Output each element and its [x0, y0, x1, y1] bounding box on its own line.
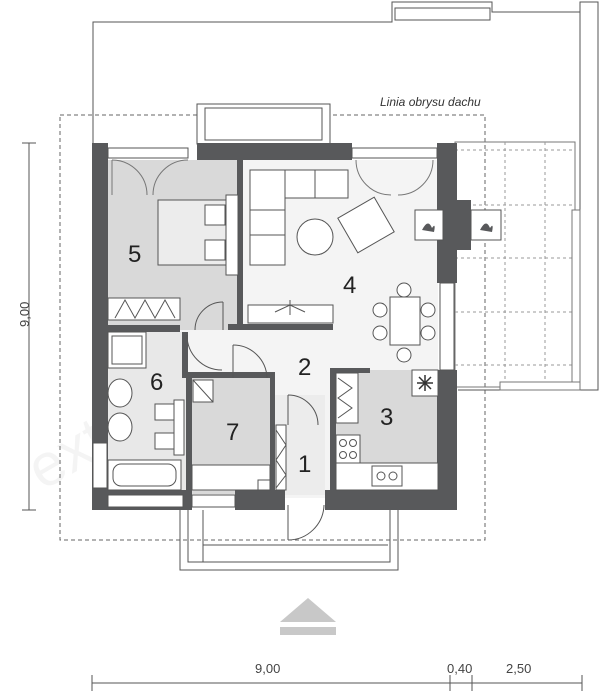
height-dimension-label: 9,00	[17, 302, 32, 327]
width-terrace-label: 2,50	[506, 661, 531, 676]
fireplace-icon	[414, 209, 502, 241]
entrance-porch	[179, 510, 399, 571]
doors	[186, 301, 325, 541]
room-label-1: 1	[298, 451, 311, 478]
living-furniture	[247, 159, 434, 324]
stove-icon	[335, 434, 361, 464]
kitchen-fixtures	[335, 369, 439, 491]
roof-outline-label: Linia obrysu dachu	[380, 95, 481, 109]
top-planter-inner	[204, 107, 323, 141]
room-label-2: 2	[298, 354, 311, 381]
room-label-4: 4	[343, 272, 356, 299]
bedroom-furniture	[107, 159, 239, 321]
room-label-7: 7	[226, 419, 239, 446]
room-label-5: 5	[128, 241, 141, 268]
entrance-arrow-icon	[280, 598, 336, 635]
interior-walls	[100, 160, 370, 492]
wc-fixtures	[191, 379, 271, 491]
dining-set	[372, 282, 436, 363]
outer-walls	[92, 143, 471, 510]
bathroom-fixtures	[107, 331, 185, 491]
windows	[92, 147, 455, 508]
room-label-6: 6	[150, 369, 163, 396]
terrace-pergola	[454, 141, 581, 391]
height-dimension	[22, 142, 36, 511]
canopy-detail	[394, 7, 491, 21]
width-dimension	[91, 675, 583, 691]
sink-icon	[371, 465, 403, 487]
snowflake-icon	[417, 375, 433, 391]
room-label-3: 3	[380, 404, 393, 431]
width-main-label: 9,00	[255, 661, 280, 676]
width-gap-label: 0,40	[447, 661, 472, 676]
upper-canopy-outline	[92, 1, 599, 391]
